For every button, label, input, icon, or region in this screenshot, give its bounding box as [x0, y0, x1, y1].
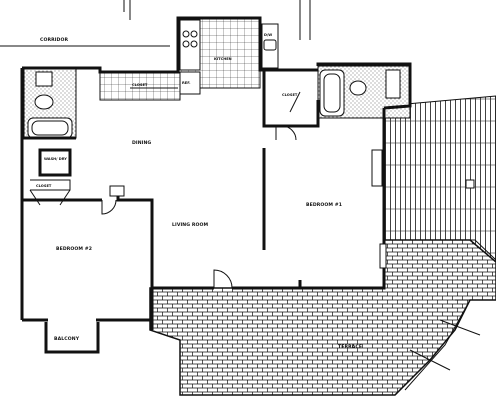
door-swings: [29, 91, 301, 289]
label-corridor: CORRIDOR: [40, 37, 68, 43]
label-washer-dryer: WASH/ DRY: [44, 157, 67, 161]
label-kitchen: KITCHEN: [214, 57, 232, 61]
label-dining: DINING: [132, 140, 151, 146]
walls: [20, 16, 412, 354]
bath-left: [23, 67, 77, 139]
label-living-room: LIVING ROOM: [172, 222, 208, 228]
terrace-paving: [149, 239, 496, 396]
label-bedroom-2: BEDROOM #2: [56, 246, 92, 252]
label-terrace: TERRACE: [338, 344, 362, 350]
label-closet-bed1: CLOSET: [282, 93, 298, 97]
label-closet-hall: CLOSET: [132, 83, 148, 87]
label-bedroom-1: BEDROOM #1: [306, 202, 342, 208]
corridor: [0, 0, 311, 47]
label-refrigerator: REF.: [182, 81, 191, 85]
label-dishwasher: D/W: [264, 33, 272, 37]
kitchen-fixtures: [130, 19, 279, 95]
label-closet-bed2: CLOSET: [36, 184, 52, 188]
structural-marks: [109, 149, 475, 269]
bath-right: [317, 65, 411, 119]
label-balcony: BALCONY: [54, 336, 80, 342]
